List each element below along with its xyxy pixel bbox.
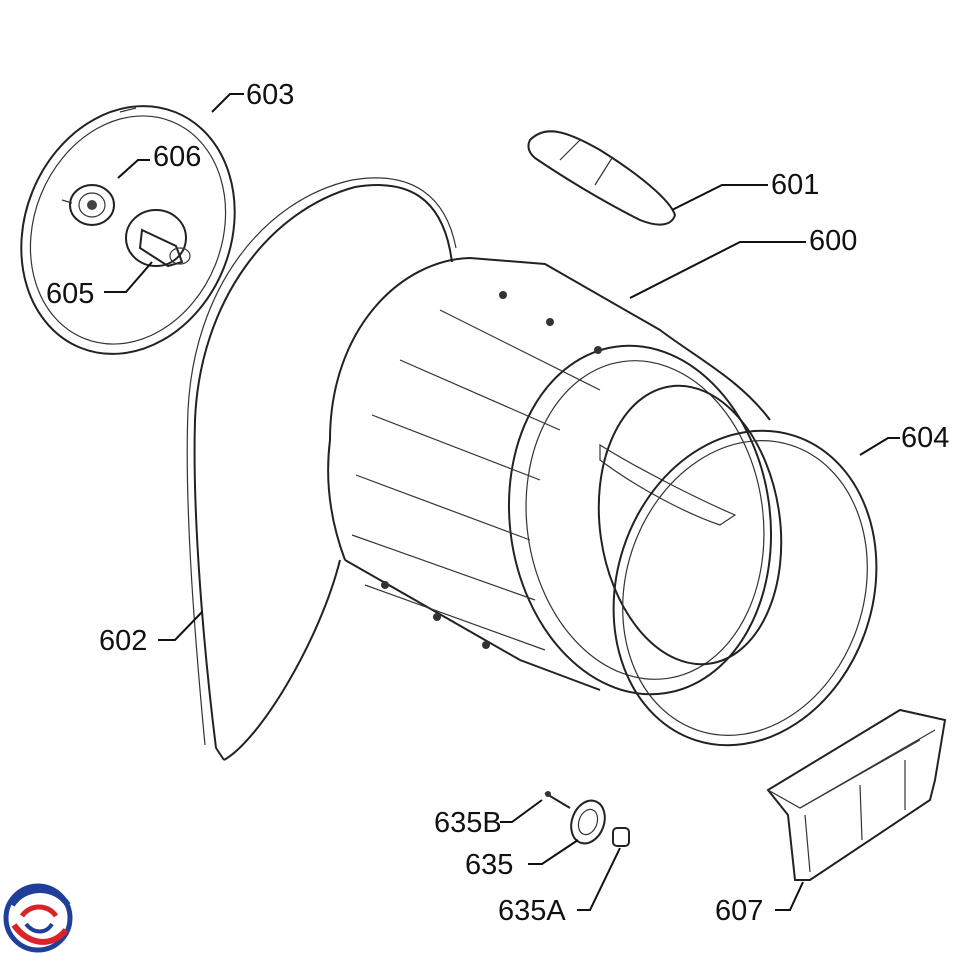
bearing-hub [61,184,115,226]
label-600: 600 [809,225,857,257]
label-604: 604 [901,422,949,454]
drum-shaft [125,209,191,268]
label-606: 606 [153,141,201,173]
label-607: 607 [715,895,763,927]
label-605: 605 [46,278,94,310]
brand-logo-icon [3,883,73,953]
drum-lifter [527,130,677,226]
label-635a: 635A [498,895,566,927]
label-603: 603 [246,79,294,111]
leader-lines [104,93,900,911]
label-635: 635 [465,849,513,881]
rear-drum-disc [20,105,236,355]
label-601: 601 [771,169,819,201]
label-635b: 635B [434,807,502,839]
drum-assembly [327,256,783,696]
drive-belt [193,184,453,761]
label-602: 602 [99,625,147,657]
roller-assembly [544,791,630,847]
lint-filter-housing [766,708,947,881]
front-seal-ring [612,429,878,747]
